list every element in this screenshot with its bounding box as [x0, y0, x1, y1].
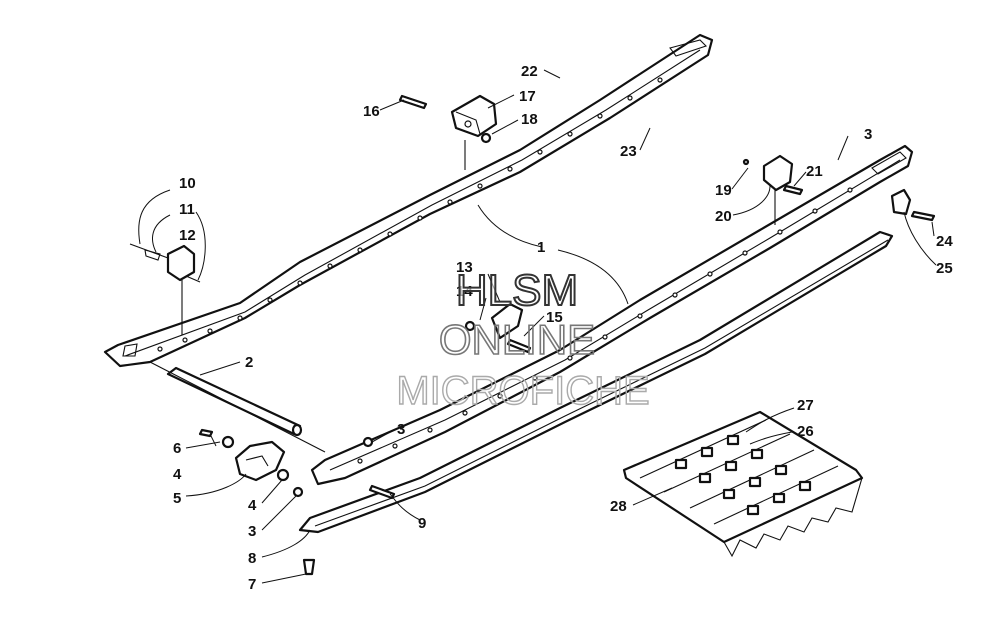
front-block	[129, 243, 201, 335]
rail-holes-right	[357, 187, 853, 464]
callout-labels: 1 2 3 4 5 6 7 8 9 10 11 12 13 14 15 16 1…	[173, 63, 953, 593]
callout-3-front: 3	[397, 421, 405, 438]
callout-15: 15	[546, 309, 563, 326]
callout-12: 12	[179, 227, 196, 244]
callout-11: 11	[179, 201, 195, 218]
callout-1: 1	[537, 239, 545, 256]
callout-27: 27	[797, 397, 814, 414]
callout-23: 23	[620, 143, 637, 160]
callout-21: 21	[806, 163, 823, 180]
callout-18: 18	[521, 111, 538, 128]
callout-3-lower: 3	[248, 523, 256, 540]
wear-strip	[298, 230, 894, 534]
watermark-line-1: HLSM	[456, 266, 578, 315]
callout-17: 17	[519, 88, 536, 105]
upper-bracket	[398, 94, 498, 170]
leader-lines	[138, 69, 937, 584]
cross-shafts	[149, 361, 326, 453]
callout-20: 20	[715, 208, 732, 225]
callout-28: 28	[610, 498, 627, 515]
callout-9: 9	[418, 515, 426, 532]
center-bracket	[464, 302, 532, 354]
callout-24: 24	[936, 233, 953, 250]
front-bumper	[198, 428, 396, 576]
watermark-line-2: ONLINE	[439, 316, 595, 363]
callout-7: 7	[248, 576, 256, 593]
right-bracket	[742, 154, 804, 225]
callout-5: 5	[173, 490, 181, 507]
track-section	[622, 410, 864, 558]
callout-13: 13	[456, 259, 473, 276]
left-slide-rail	[103, 33, 714, 368]
callout-2: 2	[245, 354, 253, 371]
watermark-line-3: MICROFICHE	[396, 369, 649, 413]
callout-25: 25	[936, 260, 953, 277]
rail-holes-left	[157, 77, 663, 352]
callout-4-lower: 4	[248, 497, 257, 514]
callout-10: 10	[179, 175, 196, 192]
callout-14: 14	[456, 283, 473, 300]
callout-19: 19	[715, 182, 732, 199]
callout-6: 6	[173, 440, 181, 457]
callout-16: 16	[363, 103, 380, 120]
callout-4-upper: 4	[173, 466, 182, 483]
watermark: HLSM ONLINE MICROFICHE	[396, 265, 651, 414]
callout-8: 8	[248, 550, 256, 567]
callout-3-rear: 3	[864, 126, 872, 143]
right-slide-rail	[310, 144, 914, 486]
track-clips	[674, 434, 812, 516]
callout-22: 22	[521, 63, 538, 80]
callout-26: 26	[797, 423, 814, 440]
rear-clip	[890, 188, 936, 222]
